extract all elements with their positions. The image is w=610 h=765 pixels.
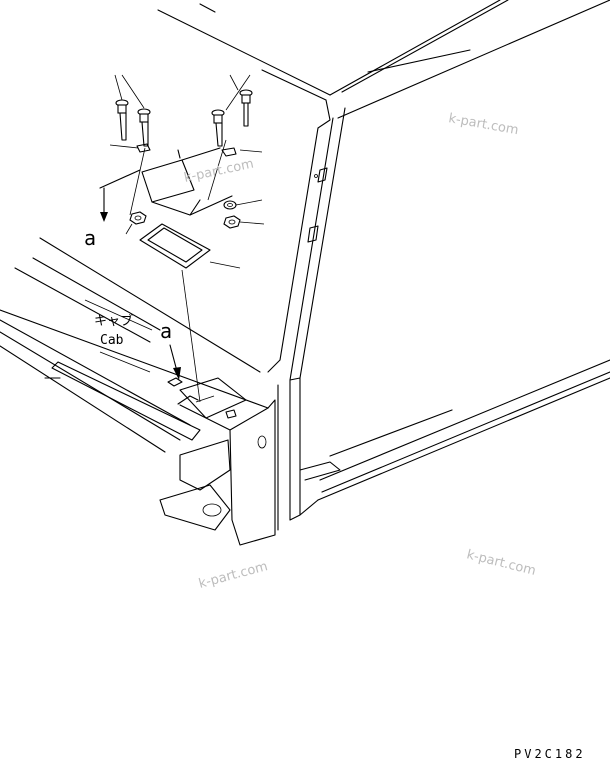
nut-right <box>223 215 265 229</box>
watermark-3: k-part.com <box>197 559 269 592</box>
callout-arrow-lower <box>169 344 181 380</box>
gasket-seal <box>139 223 241 403</box>
washer-right <box>223 199 263 210</box>
floor-rails <box>299 359 610 501</box>
bolt-set-left <box>109 74 151 216</box>
cab-label-leaders <box>84 299 153 373</box>
cab-roof-panel <box>157 0 610 381</box>
watermark-4: k-part.com <box>465 547 537 579</box>
cab-pillar <box>277 167 328 531</box>
nut-left <box>125 211 147 235</box>
lower-frame-top <box>0 237 276 546</box>
callout-arrow-upper <box>100 187 108 222</box>
cab-label-english: Cab <box>100 333 124 348</box>
cab-label-japanese: キャブ <box>94 313 133 329</box>
watermark-2: k-part.com <box>183 157 255 186</box>
bolt-set-right <box>207 74 263 201</box>
callout-label-a-upper: a <box>84 226 96 250</box>
floor-duct-opening <box>167 377 247 419</box>
drawing-code: PV2C182 <box>514 747 586 761</box>
cover-plate <box>99 147 233 216</box>
callout-label-a-lower: a <box>160 319 172 343</box>
watermark-1: k-part.com <box>447 111 519 138</box>
